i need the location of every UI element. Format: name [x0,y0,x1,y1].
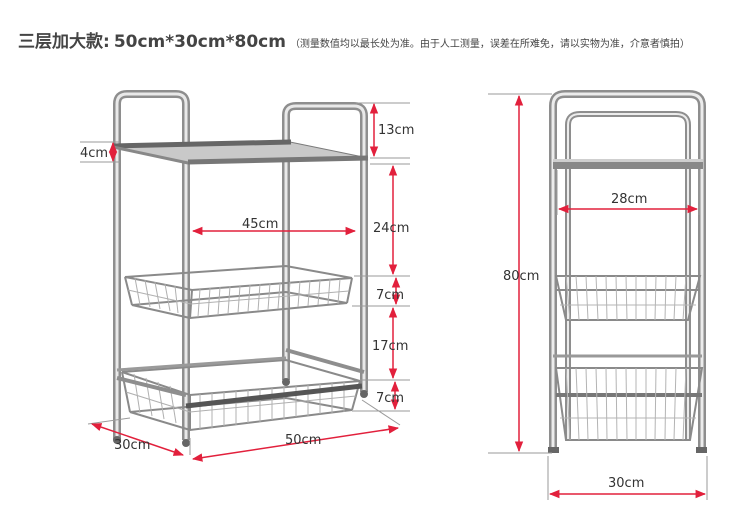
label-7cm-top: 7cm [376,288,404,303]
label-80cm: 80cm [503,269,539,284]
label-24cm: 24cm [373,221,409,236]
header: 三层加大款:50cm*30cm*80cm（测量数值均以最长处为准。由于人工测量，… [18,27,690,52]
label-13cm: 13cm [378,123,414,138]
measurement-note: （测量数值均以最长处为准。由于人工测量，误差在所难免，请以实物为准，介意者慎拍） [289,39,690,50]
front-middle-basket [124,264,353,320]
front-bottom-basket [121,358,363,432]
label-30cm-base: 30cm [608,476,644,491]
label-50cm: 50cm [285,433,321,448]
front-view-rack [111,90,369,447]
label-17cm: 17cm [372,339,408,354]
front-dimensions: 13cm 4cm 24cm 45cm 7cm 17cm 7cm 30cm 50c… [80,102,414,462]
side-dimensions: 80cm 28cm 30cm [488,93,708,500]
label-30cm-depth: 30cm [114,438,150,453]
label-4cm: 4cm [80,146,108,161]
side-top-shelf [553,159,703,169]
product-title: 三层加大款: [18,32,110,52]
label-28cm: 28cm [611,192,647,207]
label-45cm: 45cm [242,217,278,232]
label-7cm-bottom: 7cm [376,391,404,406]
product-dimensions: 50cm*30cm*80cm [113,32,286,52]
side-middle-basket [554,275,702,321]
side-bottom-basket [554,367,704,441]
side-view-rack [548,90,707,453]
